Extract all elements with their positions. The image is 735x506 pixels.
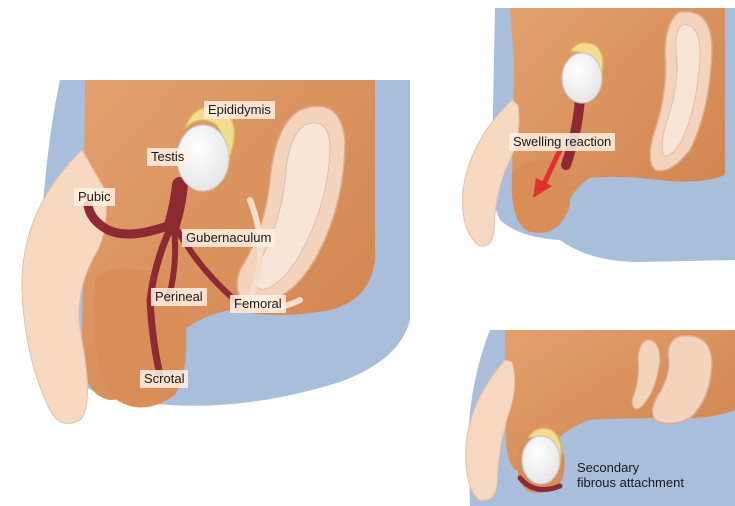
- label-perineal: Perineal: [151, 288, 207, 306]
- label-secondary-line1: Secondary: [577, 460, 639, 476]
- label-gubernaculum: Gubernaculum: [182, 229, 275, 247]
- label-secondary-line2: fibrous attachment: [577, 475, 684, 491]
- label-pubic: Pubic: [74, 188, 115, 206]
- main-panel: [22, 80, 410, 423]
- br-testis: [522, 436, 560, 484]
- label-testis: Testis: [147, 148, 188, 166]
- label-scrotal: Scrotal: [140, 370, 188, 388]
- label-epididymis: Epididymis: [204, 101, 275, 119]
- label-swelling-reaction: Swelling reaction: [509, 133, 615, 151]
- tr-testis: [562, 53, 602, 103]
- label-femoral: Femoral: [230, 295, 286, 313]
